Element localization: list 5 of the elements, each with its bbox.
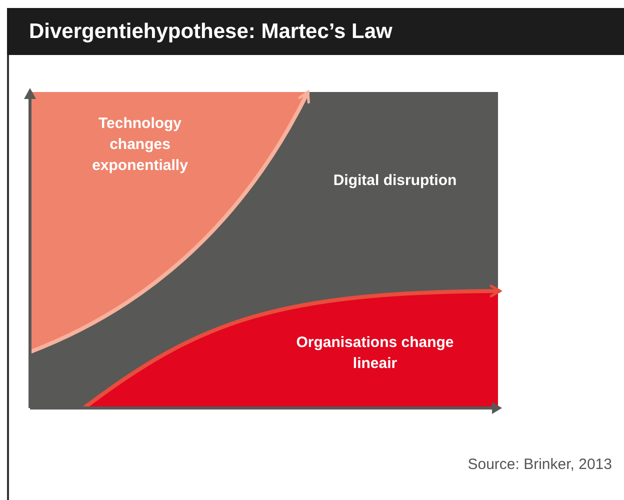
region-label: Organisations change lineair [295, 333, 455, 374]
region-label: Digital disruption [332, 171, 458, 191]
title-bar: Divergentiehypothese: Martec’s Law [7, 8, 624, 55]
region-label: Technology changes exponentially [91, 114, 189, 176]
source-note: Source: Brinker, 2013 [468, 456, 612, 473]
